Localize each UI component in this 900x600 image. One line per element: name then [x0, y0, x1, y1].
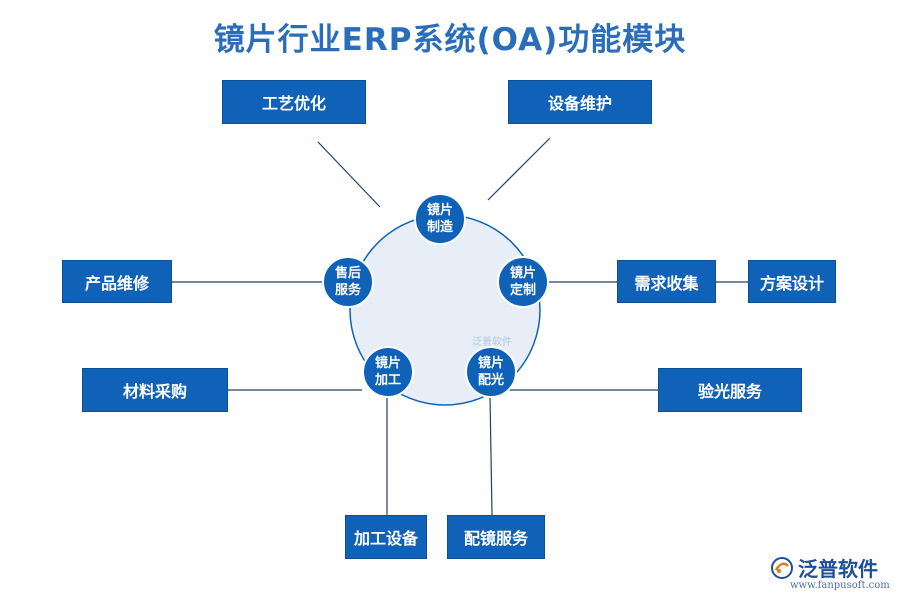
box-demand-collection: 需求收集: [617, 260, 716, 303]
line-mirror: [489, 394, 493, 516]
center-watermark: 泛普软件: [472, 337, 512, 348]
box-process-optimization: 工艺优化: [222, 80, 366, 124]
box-mirror-service: 配镜服务: [447, 515, 545, 559]
node-label: 镜片配光: [477, 356, 504, 388]
box-equipment-maintenance: 设备维护: [508, 80, 652, 124]
node-lens-customization: 镜片定制: [497, 256, 549, 308]
box-machining-equipment: 加工设备: [345, 515, 427, 559]
line-equipment: [487, 137, 551, 201]
node-lens-processing: 镜片加工: [362, 346, 414, 398]
brand-logo-icon: [771, 556, 793, 579]
node-label: 镜片制造: [426, 203, 453, 235]
box-plan-design: 方案设计: [748, 260, 836, 303]
page-title: 镜片行业ERP系统(OA)功能模块: [213, 22, 687, 58]
node-lens-fitting: 镜片配光: [465, 346, 517, 398]
box-material-purchase: 材料采购: [82, 368, 228, 412]
brand-url: www.fanpusoft.com: [790, 580, 890, 591]
node-after-sales: 售后服务: [322, 256, 374, 308]
box-optical-service: 验光服务: [658, 368, 802, 412]
node-label: 镜片定制: [509, 266, 536, 298]
node-lens-manufacturing: 镜片制造: [414, 193, 466, 245]
brand-logo: 泛普软件: [770, 553, 878, 582]
box-product-repair: 产品维修: [62, 260, 172, 303]
brand-name: 泛普软件: [798, 557, 878, 581]
node-label: 镜片加工: [374, 356, 401, 388]
node-label: 售后服务: [334, 266, 361, 298]
line-process: [317, 141, 381, 208]
